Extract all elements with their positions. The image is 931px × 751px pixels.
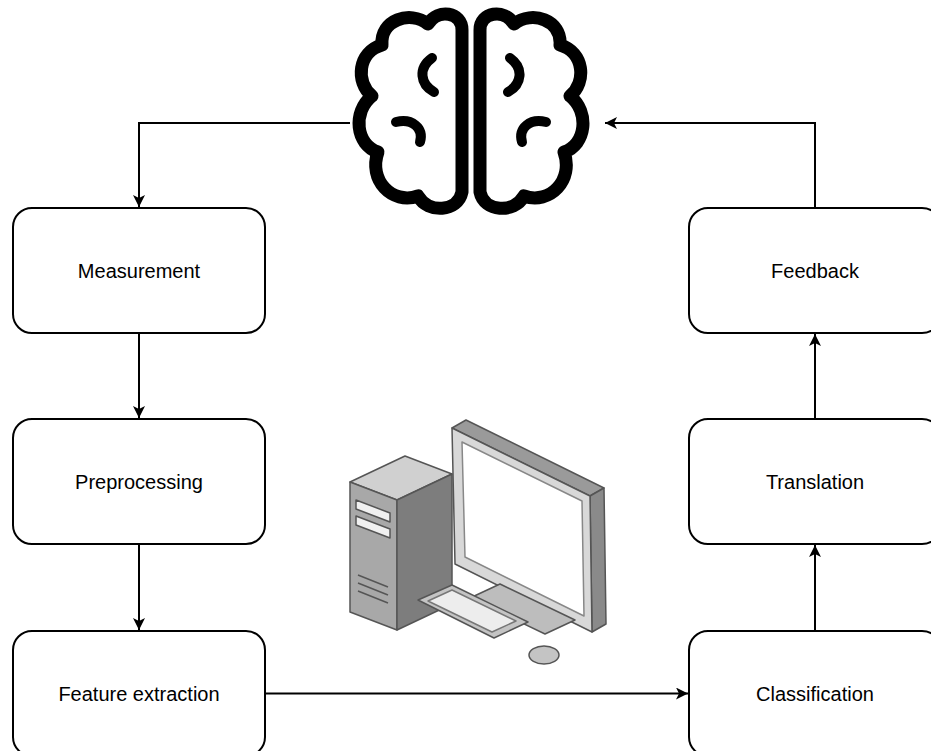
- brain-icon: [359, 14, 583, 208]
- flow-arrow: [138, 545, 140, 630]
- flow-arrow: [814, 334, 816, 418]
- computer-icon: [350, 420, 606, 664]
- process-box: Preprocessing: [12, 418, 266, 545]
- process-box: Feature extraction: [12, 630, 266, 751]
- box-label: Classification: [756, 682, 874, 706]
- box-label: Measurement: [78, 259, 200, 283]
- vent-line: [358, 591, 388, 603]
- process-box: Classification: [688, 630, 931, 751]
- process-box: Measurement: [12, 207, 266, 334]
- brain-left-half: [359, 14, 462, 208]
- tower-front: [350, 482, 397, 630]
- mouse: [529, 646, 559, 664]
- flow-arrow: [266, 693, 688, 695]
- brain-to-measurement-line: [139, 123, 350, 207]
- process-box: Feedback: [688, 207, 931, 334]
- keyboard: [418, 585, 528, 638]
- brain-right-half: [480, 14, 583, 208]
- keyboard-keys: [428, 590, 516, 632]
- box-label: Feature extraction: [58, 682, 219, 706]
- flow-arrow: [138, 334, 140, 418]
- box-label: Preprocessing: [75, 470, 203, 494]
- monitor-screen: [462, 442, 584, 616]
- feedback-to-brain-line: [605, 123, 815, 207]
- flow-arrow: [814, 545, 816, 630]
- drive-slot: [356, 516, 390, 538]
- process-box: Translation: [688, 418, 931, 545]
- box-label: Feedback: [771, 259, 859, 283]
- box-label: Translation: [766, 470, 864, 494]
